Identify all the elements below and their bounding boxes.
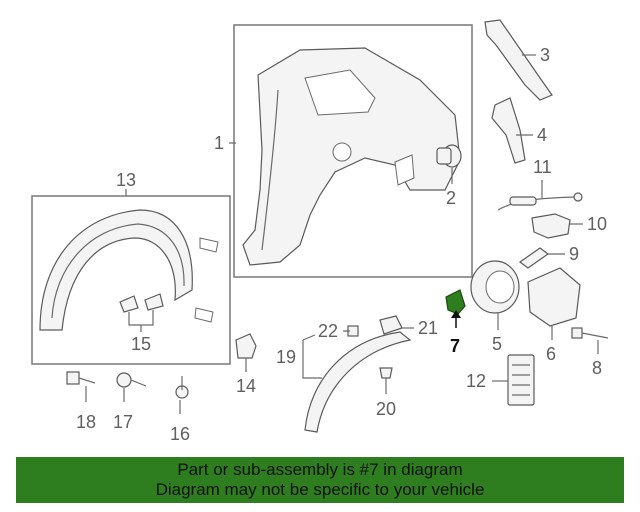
callout-19: 19 (276, 347, 296, 367)
callout-5: 5 (492, 334, 502, 354)
part-18-bolt (66, 371, 96, 385)
part-16-screw (175, 376, 189, 399)
part-10-actuator (531, 213, 571, 239)
callout-14: 14 (236, 376, 256, 396)
wheel-liner-illustration (39, 209, 219, 331)
parts-diagram: 1 2 3 4 11 10 9 5 6 8 (31, 19, 609, 444)
callout-15: 15 (131, 334, 151, 354)
quarter-panel-group-box (233, 24, 473, 278)
callout-20: 20 (376, 399, 396, 419)
callout-8: 8 (592, 358, 602, 378)
callout-13: 13 (116, 170, 136, 190)
notice-banner: Part or sub-assembly is #7 in diagram Di… (16, 457, 624, 503)
callout-11: 11 (533, 157, 552, 177)
part-4-bracket (491, 97, 526, 164)
callout-19-bracket (302, 334, 322, 379)
callout-3: 3 (540, 45, 550, 65)
callout-1: 1 (214, 133, 224, 153)
banner-line-2: Diagram may not be specific to your vehi… (155, 480, 485, 499)
part-15-clips (119, 293, 164, 313)
part-2-grommet (436, 144, 462, 168)
callout-16: 16 (170, 424, 190, 444)
part-5-filler-housing (470, 260, 520, 314)
callout-9: 9 (569, 244, 579, 264)
part-6-fuel-door (527, 267, 581, 327)
callout-6: 6 (546, 344, 556, 364)
wheel-liner-group-box (31, 195, 231, 365)
part-12-vent (507, 354, 535, 406)
callout-18: 18 (76, 412, 96, 432)
part-8-bolt (571, 327, 609, 339)
callout-10: 10 (587, 214, 607, 234)
callout-4: 4 (537, 125, 547, 145)
part-3-bracket (484, 19, 553, 101)
part-21-clip (379, 315, 403, 335)
callout-22: 22 (318, 321, 338, 341)
part-20-clip (379, 367, 393, 379)
part-11-cable (497, 192, 583, 211)
callout-2: 2 (446, 188, 456, 208)
callout-21: 21 (418, 318, 438, 338)
part-9-spring (518, 247, 550, 269)
part-7-arrowhead (451, 310, 461, 318)
callout-12: 12 (466, 371, 486, 391)
quarter-panel-illustration (242, 47, 461, 266)
part-19-arch-molding (304, 331, 412, 433)
callout-17: 17 (113, 412, 133, 432)
part-7-highlighted (445, 289, 466, 315)
callout-7: 7 (450, 336, 460, 356)
banner-line-1: Part or sub-assembly is #7 in diagram (177, 460, 463, 479)
part-17-bolt (116, 372, 147, 388)
part-14-clip (235, 333, 257, 359)
